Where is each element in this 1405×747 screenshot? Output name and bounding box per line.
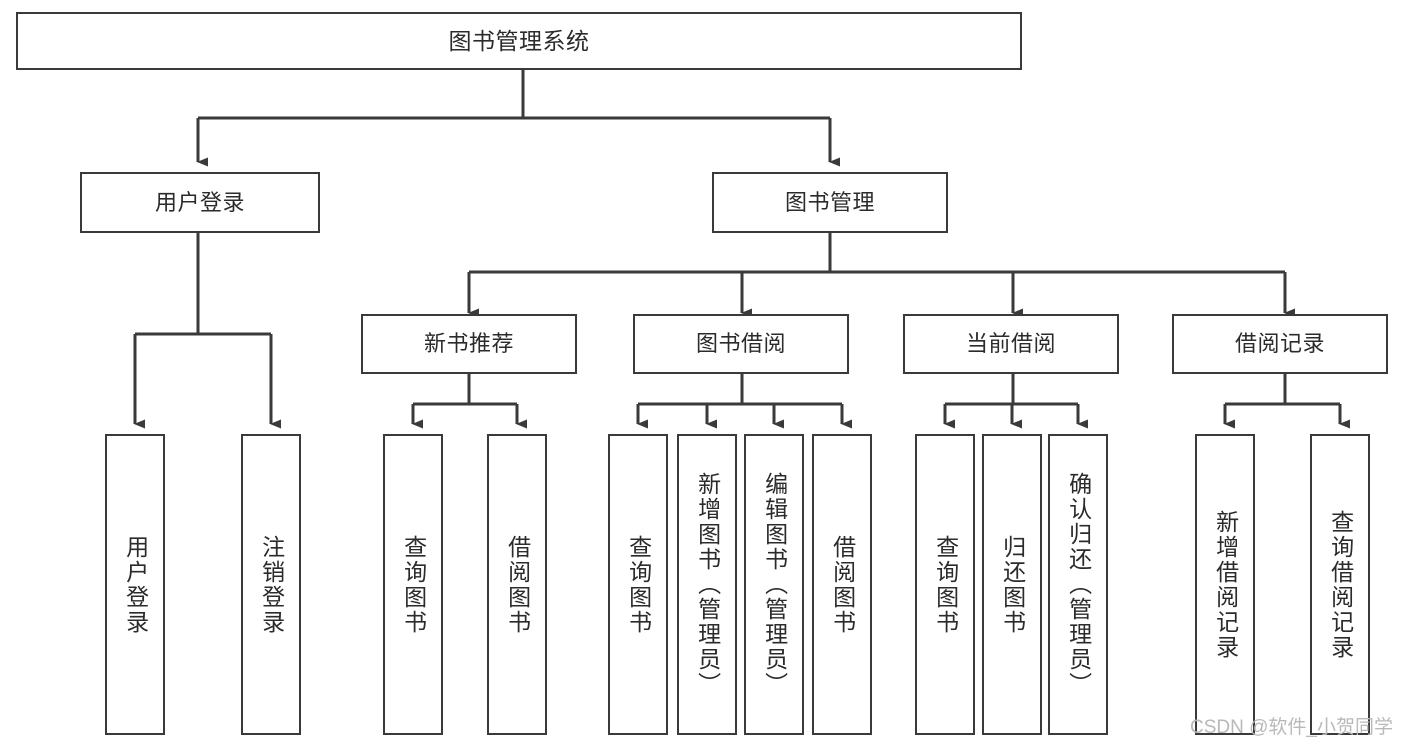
node-book-management[interactable]: 图书管理 <box>712 172 948 233</box>
leaf-borrow-query-book[interactable]: 查询图书 <box>608 434 668 735</box>
node-label: 图书借阅 <box>695 331 786 356</box>
node-book-borrow[interactable]: 图书借阅 <box>633 314 849 374</box>
node-label: 当前借阅 <box>965 331 1056 356</box>
node-label: 查询图书 <box>400 534 427 635</box>
node-user-login[interactable]: 用户登录 <box>80 172 320 233</box>
node-label: 用户登录 <box>122 534 149 635</box>
node-label: 查询图书 <box>932 534 959 635</box>
leaf-current-return-book[interactable]: 归还图书 <box>982 434 1042 735</box>
node-label: 新书推荐 <box>423 331 514 356</box>
node-current-borrow[interactable]: 当前借阅 <box>903 314 1119 374</box>
node-label: 用户登录 <box>154 189 245 215</box>
leaf-current-query-book[interactable]: 查询图书 <box>915 434 975 735</box>
node-label: 归还图书 <box>999 534 1026 635</box>
node-new-book-recommend[interactable]: 新书推荐 <box>361 314 577 374</box>
leaf-user-logout[interactable]: 注销登录 <box>241 434 301 735</box>
leaf-current-confirm-return-admin[interactable]: 确认归还（管理员） <box>1048 434 1108 735</box>
leaf-recommend-query-book[interactable]: 查询图书 <box>383 434 443 735</box>
leaf-recommend-borrow-book[interactable]: 借阅图书 <box>487 434 547 735</box>
node-label: 新增借阅记录 <box>1212 509 1239 660</box>
node-label: 新增图书（管理员） <box>694 472 721 697</box>
node-label: 确认归还（管理员） <box>1065 472 1092 697</box>
leaf-user-login[interactable]: 用户登录 <box>105 434 165 735</box>
leaf-borrow-edit-book-admin[interactable]: 编辑图书（管理员） <box>744 434 804 735</box>
leaf-borrow-add-book-admin[interactable]: 新增图书（管理员） <box>677 434 737 735</box>
node-label: 图书管理 <box>784 189 875 215</box>
node-label: 借阅图书 <box>829 534 856 635</box>
node-label: 查询图书 <box>625 534 652 635</box>
watermark-csdn: CSDN @软件_小贺同学 <box>1190 717 1393 738</box>
leaf-record-query-borrow-record[interactable]: 查询借阅记录 <box>1310 434 1370 735</box>
node-label: 图书管理系统 <box>448 27 590 54</box>
node-label: 借阅图书 <box>504 534 531 635</box>
leaf-record-add-borrow-record[interactable]: 新增借阅记录 <box>1195 434 1255 735</box>
node-root-system[interactable]: 图书管理系统 <box>16 12 1022 70</box>
leaf-borrow-borrow-book[interactable]: 借阅图书 <box>812 434 872 735</box>
node-label: 编辑图书（管理员） <box>761 472 788 697</box>
node-borrow-record[interactable]: 借阅记录 <box>1172 314 1388 374</box>
node-label: 借阅记录 <box>1234 331 1325 356</box>
node-label: 注销登录 <box>258 534 285 635</box>
node-label: 查询借阅记录 <box>1327 509 1354 660</box>
